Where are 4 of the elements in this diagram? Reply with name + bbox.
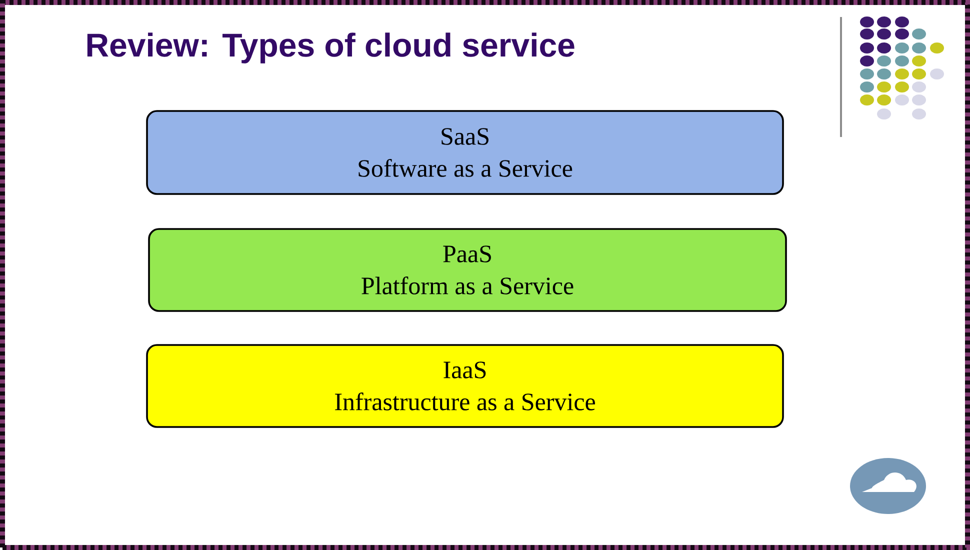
title: Review: Types of cloud service xyxy=(87,32,574,64)
service-box: SaaS Software as a Service xyxy=(146,110,784,195)
service-box: PaaS Platform as a Service xyxy=(148,228,787,312)
service-box: IaaS Infrastructure as a Service xyxy=(146,344,784,428)
